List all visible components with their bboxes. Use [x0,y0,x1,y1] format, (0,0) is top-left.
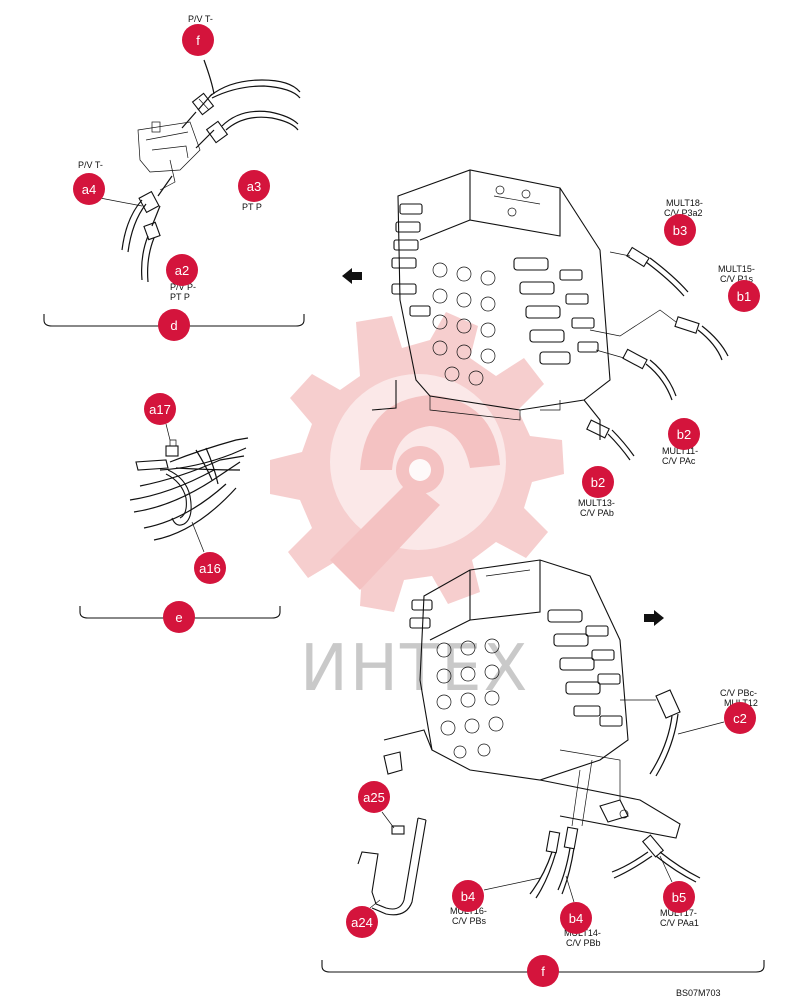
label-mult13: MULT13- [578,498,615,508]
label-cv-pa2: C/V P3a2 [664,208,703,218]
callout-b2-upper: b2 [668,418,700,450]
callout-b4-left: b4 [452,880,484,912]
section-label-f: f [527,955,559,987]
watermark-text: ИНТЕХ [300,632,529,706]
label-ptp-a2: PT P [170,292,190,302]
label-cv-pbs: C/V PBs [452,916,487,926]
label-mult17: MULT17- [660,908,697,918]
detail-d-group: P/V T- P/V T- PT P P/V P- PT P f a3 a4 a… [43,14,305,341]
callout-b2-lower: b2 [582,466,614,498]
callout-a25: a25 [358,781,390,813]
svg-text:b2: b2 [677,427,691,442]
label-mult18: MULT18- [666,198,703,208]
svg-text:b5: b5 [672,890,686,905]
label-cv-pbc: C/V PBc- [720,688,757,698]
label-cv-pab: C/V PAb [580,508,614,518]
callout-a3: a3 [238,170,270,202]
svg-text:b4: b4 [461,889,475,904]
callout-a16: a16 [194,552,226,584]
callout-b4-right: b4 [560,902,592,934]
svg-text:c2: c2 [733,711,747,726]
arrow-right-icon [644,610,664,626]
svg-text:a3: a3 [247,179,261,194]
svg-text:a4: a4 [82,182,96,197]
svg-text:b2: b2 [591,475,605,490]
svg-text:b3: b3 [673,223,687,238]
svg-text:a24: a24 [351,915,373,930]
label-pvp: P/V P- [170,282,196,292]
svg-text:a2: a2 [175,263,189,278]
label-cv-paa1: C/V PAa1 [660,918,699,928]
label-mult14: MULT14- [564,928,601,938]
callout-f-top: f [182,24,214,56]
callout-a24: a24 [346,906,378,938]
svg-text:a25: a25 [363,790,385,805]
label-cv-pac: C/V PAc [662,456,696,466]
diagram-code: BS07M703 [676,988,721,998]
label-pvt-top: P/V T- [188,14,213,24]
svg-text:f: f [196,33,200,48]
svg-text:a16: a16 [199,561,221,576]
callout-a17: a17 [144,393,176,425]
lower-control-valve: C/V PBc- MULT12 MULT16- C/V PBs MULT14- … [321,559,765,987]
arrow-left-icon [342,268,362,284]
upper-control-valve: MULT18- C/V P3a2 MULT15- C/V P1s MULT11-… [371,169,760,518]
callout-b5: b5 [663,881,695,913]
svg-text:b4: b4 [569,911,583,926]
callout-a4: a4 [73,173,105,205]
label-mult15: MULT15- [718,264,755,274]
label-cv-a15: C/V P1s [720,274,754,284]
label-cv-pbb: C/V PBb [566,938,601,948]
gear-wrench-watermark-icon [270,312,564,612]
section-label-d: d [158,309,190,341]
svg-text:a17: a17 [149,402,171,417]
svg-text:f: f [541,964,545,979]
detail-e-group: a17 a16 e [79,393,281,633]
svg-text:b1: b1 [737,289,751,304]
callout-c2: c2 [724,702,756,734]
section-label-e: e [163,601,195,633]
label-pvt-left: P/V T- [78,160,103,170]
label-ptp-a3: PT P [242,202,262,212]
callout-a2: a2 [166,254,198,286]
callout-b1: b1 [728,280,760,312]
svg-text:e: e [175,610,182,625]
label-mult11: MULT11- [662,446,698,456]
callout-b3: b3 [664,214,696,246]
svg-text:d: d [170,318,177,333]
